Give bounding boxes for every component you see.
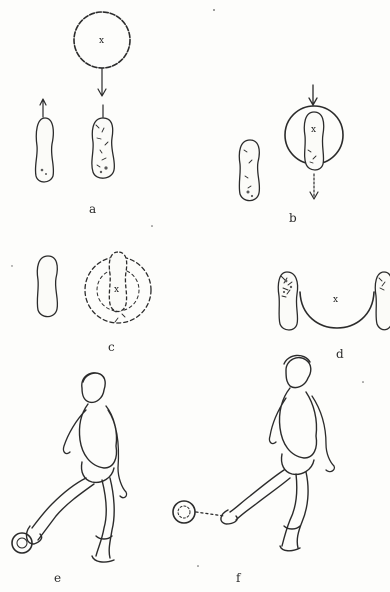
panel-e-label: e [54, 571, 61, 585]
player-torso-e [79, 404, 116, 468]
panel-c-label: c [108, 340, 115, 354]
panel-a: x a [35, 12, 130, 216]
panel-b-label: b [289, 211, 297, 225]
player-arm-left-f [269, 398, 286, 444]
ball-d-mark: x [333, 295, 338, 305]
player-head-f [286, 358, 311, 388]
support-foot-d [278, 272, 297, 330]
ball-c-mark: x [114, 285, 119, 295]
panel-d-label: d [336, 347, 344, 361]
player-kicking-leg-f [230, 470, 290, 520]
support-foot-c [37, 256, 57, 317]
player-support-leg-f [282, 472, 308, 548]
panel-c: x c [37, 252, 151, 354]
panel-a-label: a [89, 202, 96, 216]
paper-texture [11, 9, 364, 567]
ball-trajectory-f [196, 512, 224, 516]
player-support-leg-e [96, 478, 114, 558]
ball-a-mark: x [99, 36, 104, 46]
panel-f-label: f [236, 571, 242, 585]
ball-f [173, 501, 195, 523]
player-arm-left-e [63, 410, 86, 454]
player-arm-right-f [312, 396, 334, 472]
kicking-foot-b [304, 112, 323, 170]
player-kicking-leg-e [32, 478, 94, 540]
kicking-foot-a [92, 118, 115, 178]
kicking-foot-c [109, 252, 126, 312]
kicking-foot-d [375, 272, 390, 330]
support-foot-a [35, 118, 53, 182]
panel-b: x b [239, 85, 343, 225]
ball-b-mark: x [311, 125, 316, 135]
panel-e: e [12, 373, 127, 585]
panel-d: x d [278, 272, 390, 361]
panel-f: f [173, 355, 334, 585]
